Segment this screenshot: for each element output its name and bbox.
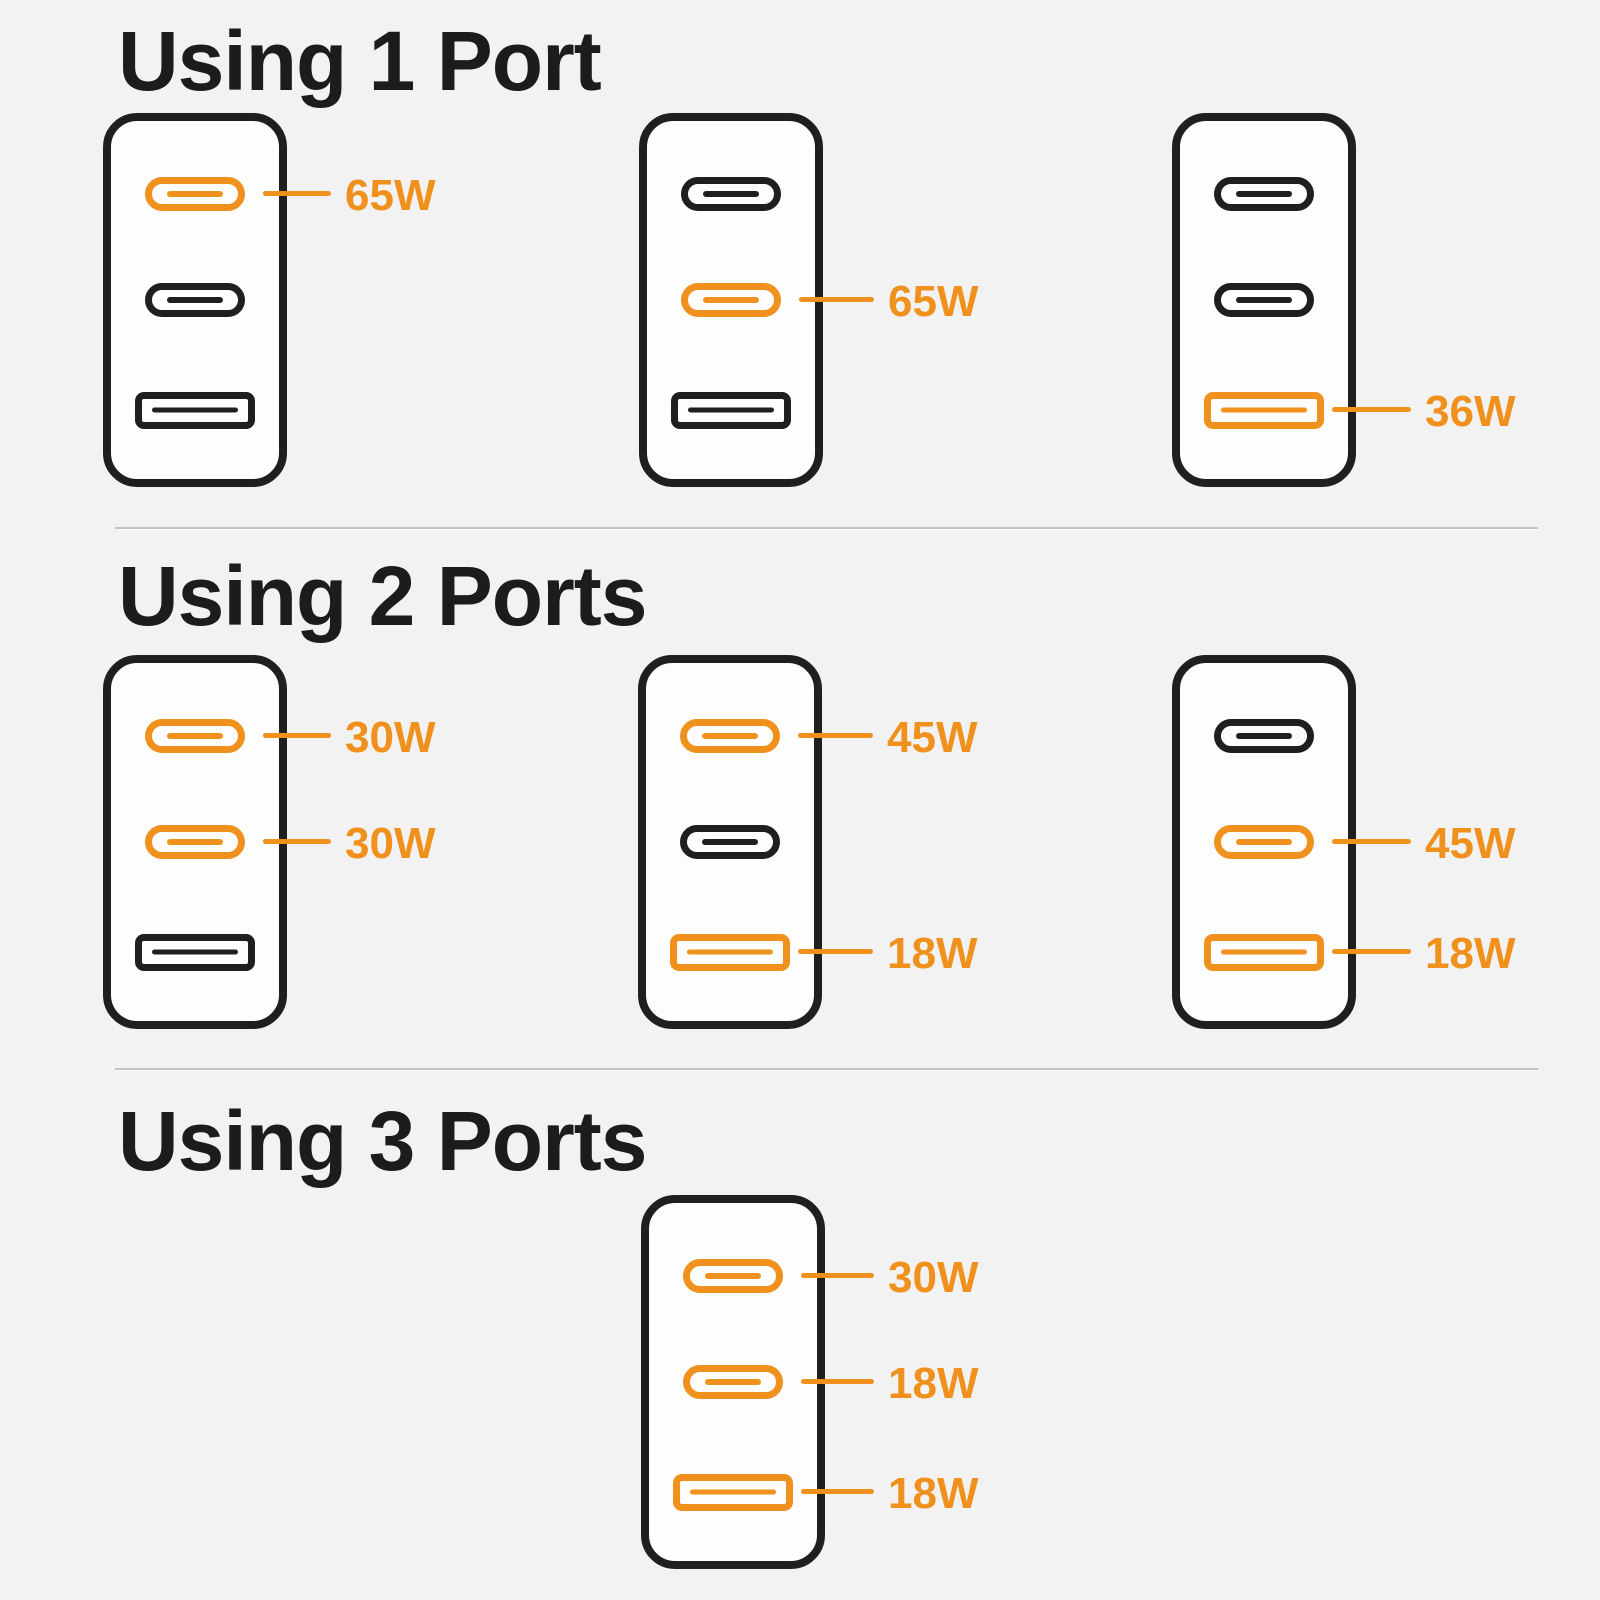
port-pin-line — [705, 1273, 761, 1279]
usb-c-port-icon — [145, 825, 245, 859]
wattage-label: 36W — [1425, 386, 1516, 436]
charger-body — [639, 113, 823, 487]
port-pin-line — [167, 297, 223, 303]
wattage-label: 18W — [887, 928, 978, 978]
section-divider — [115, 1068, 1538, 1071]
usb-a-port-icon — [673, 1473, 793, 1511]
charger-body — [638, 655, 822, 1029]
port-pin-line — [1236, 839, 1292, 845]
port-pin-line — [152, 407, 238, 413]
port-pin-line — [1221, 949, 1307, 955]
label-leader-line — [263, 191, 331, 196]
usb-c-port-icon — [683, 1365, 783, 1399]
port-pin-line — [1236, 297, 1292, 303]
charger-body — [1172, 113, 1356, 487]
wattage-label: 18W — [1425, 928, 1516, 978]
usb-a-port-icon — [135, 933, 255, 971]
port-pin-line — [703, 297, 759, 303]
usb-c-port-icon — [1214, 177, 1314, 211]
usb-a-port-icon — [671, 391, 791, 429]
usb-c-port-icon — [680, 825, 780, 859]
wattage-label: 30W — [888, 1252, 979, 1302]
usb-a-port-icon — [1204, 391, 1324, 429]
wattage-label: 45W — [887, 712, 978, 762]
section-title: Using 2 Ports — [118, 549, 647, 643]
label-leader-line — [801, 1273, 874, 1278]
usb-a-port-icon — [670, 933, 790, 971]
wattage-label: 30W — [345, 712, 436, 762]
label-leader-line — [1332, 407, 1411, 412]
wattage-label: 45W — [1425, 818, 1516, 868]
section-divider — [115, 527, 1538, 530]
port-pin-line — [702, 839, 758, 845]
charger-body — [103, 655, 287, 1029]
port-pin-line — [167, 839, 223, 845]
port-pin-line — [690, 1489, 776, 1495]
wattage-label: 30W — [345, 818, 436, 868]
port-pin-line — [167, 191, 223, 197]
charger-body — [1172, 655, 1356, 1029]
port-pin-line — [1236, 733, 1292, 739]
usb-c-port-icon — [683, 1259, 783, 1293]
section-title: Using 3 Ports — [118, 1094, 647, 1188]
label-leader-line — [263, 839, 331, 844]
port-pin-line — [1236, 191, 1292, 197]
charger-body — [103, 113, 287, 487]
port-pin-line — [687, 949, 773, 955]
wattage-label: 65W — [888, 276, 979, 326]
usb-c-port-icon — [1214, 825, 1314, 859]
port-pin-line — [703, 191, 759, 197]
label-leader-line — [1332, 949, 1411, 954]
usb-c-port-icon — [1214, 283, 1314, 317]
label-leader-line — [801, 1379, 874, 1384]
usb-a-port-icon — [135, 391, 255, 429]
wattage-label: 18W — [888, 1358, 979, 1408]
label-leader-line — [263, 733, 331, 738]
port-pin-line — [1221, 407, 1307, 413]
wattage-label: 65W — [345, 170, 436, 220]
label-leader-line — [798, 733, 873, 738]
label-leader-line — [798, 949, 873, 954]
port-pin-line — [702, 733, 758, 739]
usb-a-port-icon — [1204, 933, 1324, 971]
label-leader-line — [799, 297, 874, 302]
port-pin-line — [688, 407, 774, 413]
usb-c-port-icon — [1214, 719, 1314, 753]
usb-c-port-icon — [145, 719, 245, 753]
usb-c-port-icon — [145, 177, 245, 211]
port-pin-line — [152, 949, 238, 955]
usb-c-port-icon — [145, 283, 245, 317]
usb-c-port-icon — [681, 177, 781, 211]
label-leader-line — [1332, 839, 1411, 844]
port-pin-line — [705, 1379, 761, 1385]
charger-body — [641, 1195, 825, 1569]
section-title: Using 1 Port — [118, 14, 602, 108]
port-pin-line — [167, 733, 223, 739]
usb-c-port-icon — [680, 719, 780, 753]
label-leader-line — [801, 1489, 874, 1494]
wattage-label: 18W — [888, 1468, 979, 1518]
usb-c-port-icon — [681, 283, 781, 317]
